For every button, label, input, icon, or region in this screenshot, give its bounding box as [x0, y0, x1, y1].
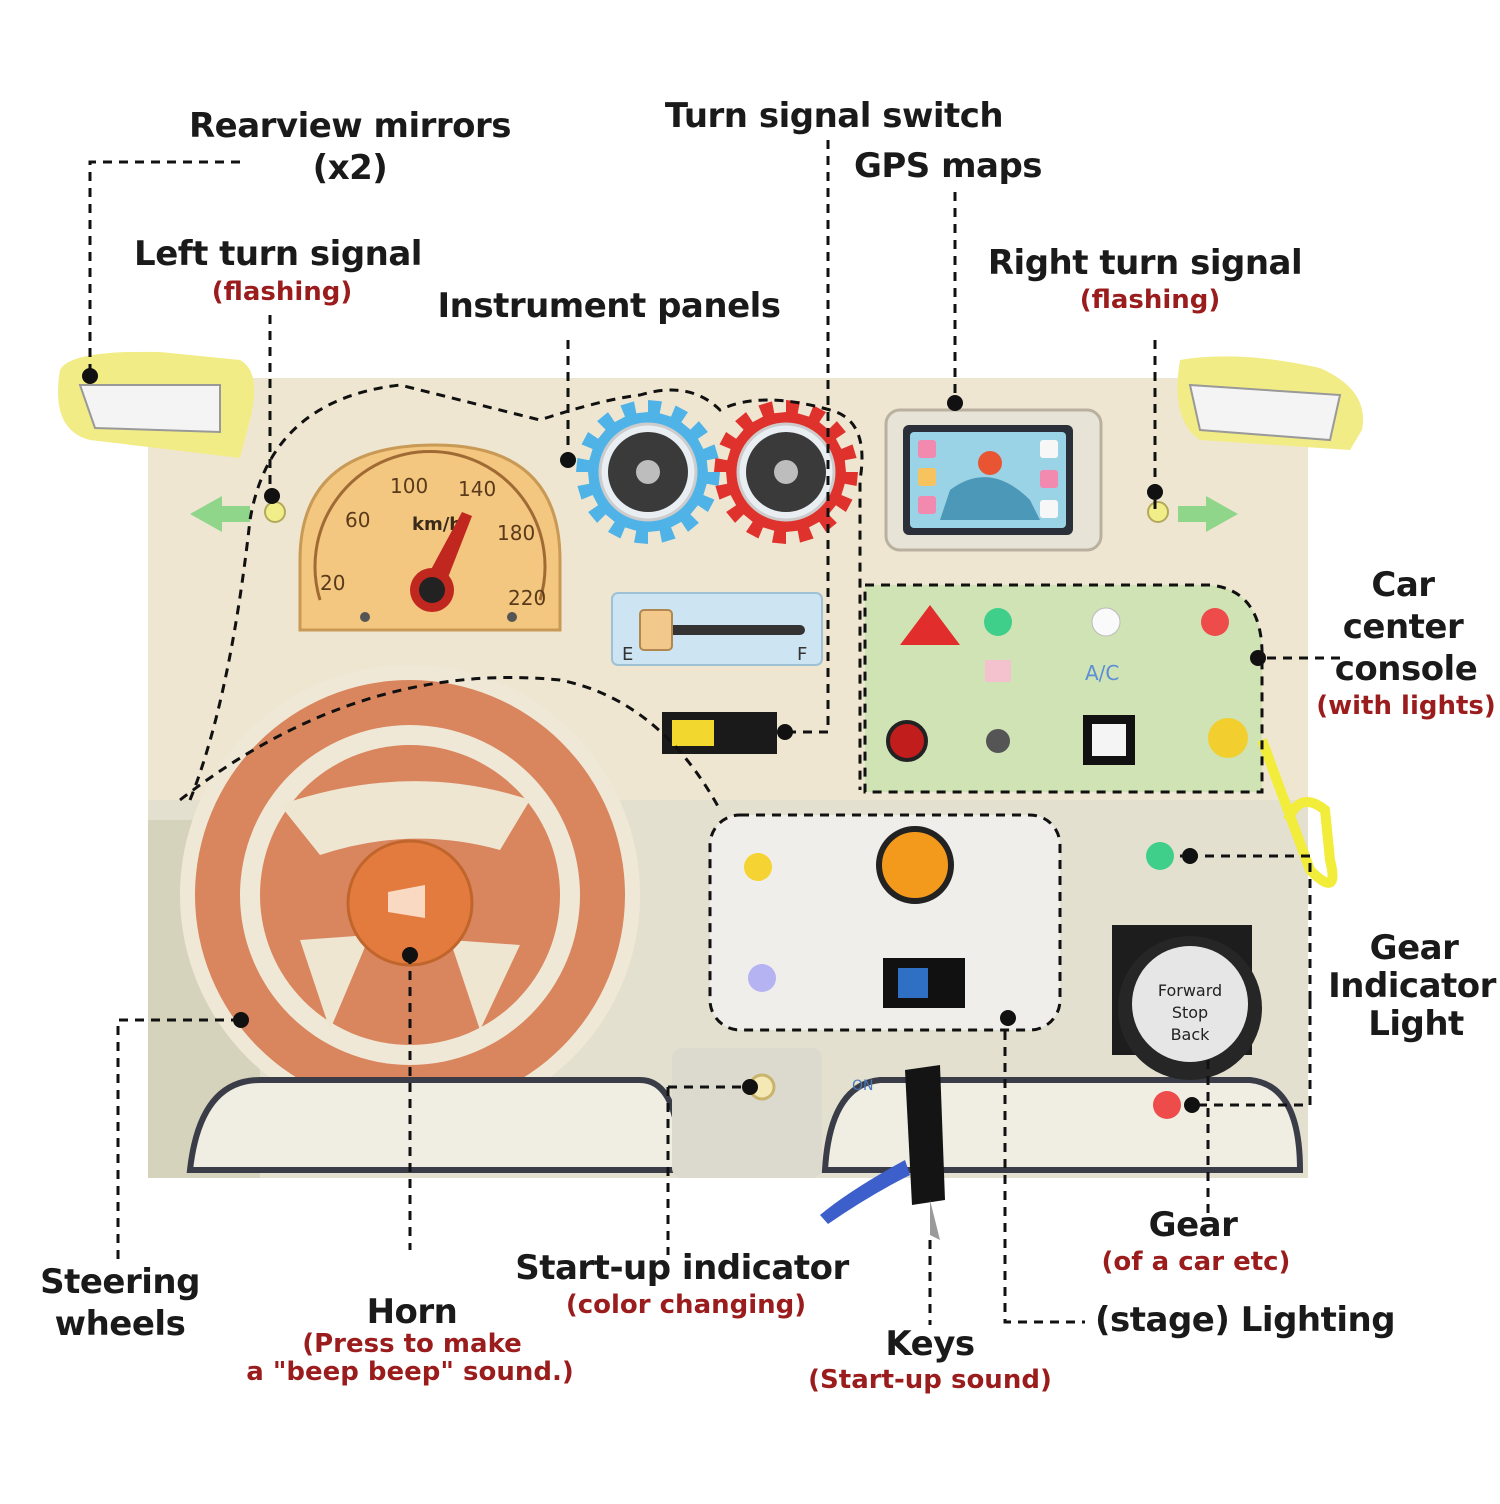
label-center-console-1: Car	[1371, 565, 1435, 605]
speedometer: 20 60 100 140 180 220 km/h	[298, 443, 562, 632]
gear-dial-knob[interactable]	[636, 460, 660, 484]
region-outlines	[179, 383, 1264, 1032]
label-keys-note: (Start-up sound)	[808, 1365, 1052, 1395]
horn-icon	[388, 885, 425, 918]
hanging-yellow-strap	[1257, 738, 1338, 888]
console-red-button[interactable]	[886, 720, 928, 762]
gear-indicator-green[interactable]	[1146, 842, 1174, 870]
label-gear-indicator-1: Gear	[1369, 928, 1459, 968]
ignition-keys[interactable]	[820, 1065, 945, 1240]
gps-screen[interactable]	[884, 408, 1103, 552]
gear-knob-stop: Stop	[1172, 1003, 1208, 1022]
label-right-turn-signal: Right turn signal	[987, 243, 1303, 283]
gear-knob-forward: Forward	[1158, 981, 1222, 1000]
leader-dots	[82, 368, 1266, 1113]
ignition-on-label: ON	[852, 1078, 874, 1094]
console-light-red[interactable]	[1201, 608, 1229, 636]
label-startup-indicator: Start-up indicator	[515, 1248, 849, 1288]
label-rearview-count: (x2)	[312, 148, 388, 188]
hazard-triangle-icon[interactable]	[900, 605, 960, 645]
lights-panel-big-orange-button[interactable]	[876, 826, 954, 904]
fuel-empty-label: E	[622, 644, 633, 665]
console-light-green[interactable]	[984, 608, 1012, 636]
label-gear: Gear	[1148, 1205, 1238, 1245]
speed-tick-label: 180	[497, 521, 535, 545]
right-turn-light[interactable]	[1147, 501, 1169, 523]
map-pin-icon	[978, 451, 1002, 475]
label-rearview-mirrors: Rearview mirrors	[188, 106, 512, 146]
gear-knob-back: Back	[1171, 1025, 1211, 1044]
speed-tick-label: 20	[320, 571, 345, 595]
speed-tick-label: 220	[508, 586, 546, 610]
label-startup-note: (color changing)	[565, 1290, 807, 1320]
label-horn-note-1: (Press to make	[302, 1329, 522, 1359]
right-mirror[interactable]	[1177, 356, 1364, 450]
left-mirror[interactable]	[58, 351, 255, 458]
label-instrument-panels: Instrument panels	[437, 286, 781, 326]
gear-indicator-red[interactable]	[1153, 1091, 1181, 1119]
label-keys: Keys	[885, 1324, 975, 1364]
label-center-console-3: console	[1334, 649, 1478, 689]
turn-signal-switch[interactable]	[662, 712, 777, 754]
fuel-full-label: F	[797, 644, 807, 665]
label-left-turn-note: (flashing)	[211, 277, 353, 307]
label-steering-1: Steering	[40, 1262, 200, 1302]
left-turn-light[interactable]	[264, 501, 286, 523]
center-console: A/C	[865, 585, 1262, 792]
steering-wheel[interactable]	[180, 665, 640, 1125]
gear-knob[interactable]: Forward Stop Back	[1112, 925, 1262, 1080]
leader-lines	[88, 140, 1340, 1325]
gear-dial-knob[interactable]	[774, 460, 798, 484]
speed-tick-label: 140	[458, 477, 496, 501]
label-horn: Horn	[366, 1292, 458, 1332]
label-gps-maps: GPS maps	[853, 146, 1043, 186]
label-stage-lighting: (stage) Lighting	[1095, 1300, 1396, 1340]
label-right-turn-note: (flashing)	[1079, 285, 1221, 315]
lights-panel	[710, 815, 1060, 1030]
left-arrow-icon	[190, 496, 250, 532]
speed-tick-label: 60	[345, 508, 370, 532]
fuel-gauge[interactable]: E F	[611, 592, 823, 666]
label-left-turn-signal: Left turn signal	[134, 234, 422, 274]
console-toggle-switch[interactable]	[986, 729, 1010, 753]
speed-tick-label: 100	[390, 474, 428, 498]
lights-panel-yellow-light[interactable]	[744, 853, 772, 881]
label-center-console-2: center	[1342, 607, 1464, 647]
label-turn-signal-switch: Turn signal switch	[664, 96, 1004, 136]
lights-panel-purple-light[interactable]	[748, 964, 776, 992]
label-gear-indicator-2: Indicator	[1328, 966, 1496, 1006]
ac-label: A/C	[1085, 661, 1119, 685]
label-gear-note: (of a car etc)	[1101, 1247, 1291, 1277]
label-gear-indicator-3: Light	[1368, 1004, 1464, 1044]
blue-gear[interactable]	[576, 400, 720, 544]
label-horn-note-2: a "beep beep" sound.)	[246, 1357, 574, 1387]
label-steering-2: wheels	[54, 1304, 186, 1344]
console-knob[interactable]	[1208, 718, 1248, 758]
right-arrow-icon	[1178, 496, 1238, 532]
start-up-indicator-housing	[672, 1048, 822, 1178]
red-gear[interactable]	[714, 400, 858, 544]
label-center-console-note: (with lights)	[1316, 691, 1496, 721]
speed-unit: km/h	[412, 514, 462, 535]
console-light-white[interactable]	[1091, 607, 1121, 637]
